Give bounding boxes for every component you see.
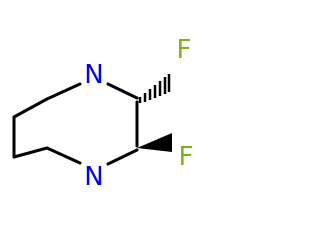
bond-bridge-a-b [12,97,49,119]
atom-n-top: N [84,60,103,90]
bond-bridge-d-nbottom [45,146,82,165]
molecule-drawing: N N F F [12,35,194,192]
bond-bridge-c-d [12,146,49,159]
atom-f-top: F [177,35,192,65]
hashed-wedge-bond [138,74,171,103]
bond-c2-nbottom [106,148,139,166]
bond-ntop-c1 [106,82,139,100]
atom-f-bottom: F [179,142,194,172]
cage-bridge [14,82,78,117]
structure-canvas: N N F F [12,35,194,192]
bond-lines [12,82,139,166]
bond-ntop-bridge-a [45,82,82,101]
atom-n-bottom: N [84,162,103,192]
solid-wedge-bond [137,133,172,152]
